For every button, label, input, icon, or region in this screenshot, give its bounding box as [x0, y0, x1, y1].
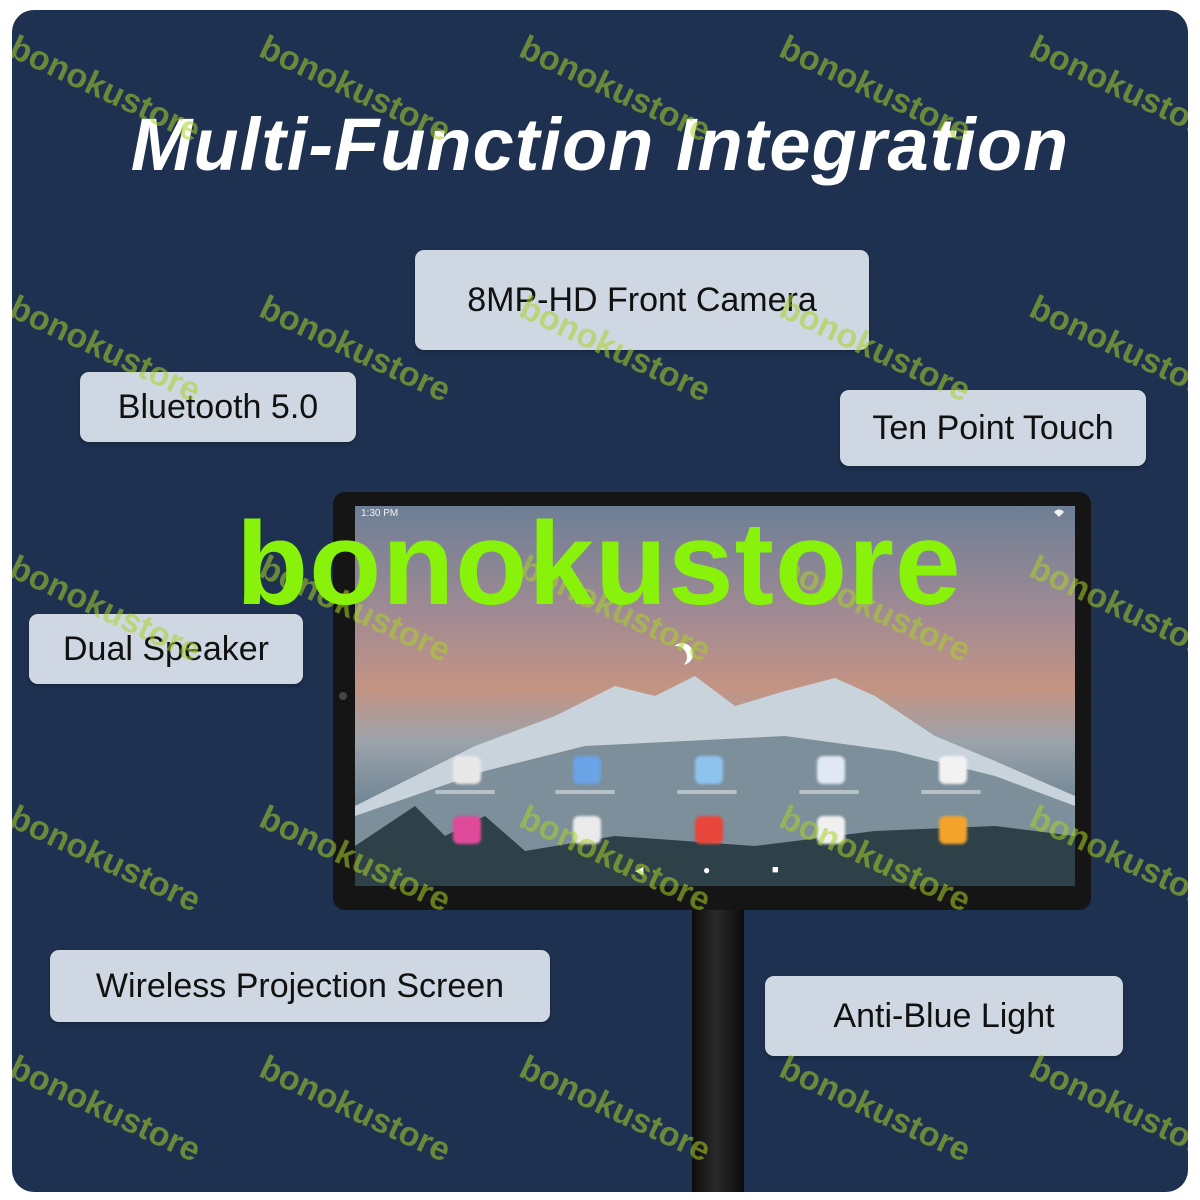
status-time: 1:30 PM	[361, 508, 399, 519]
watermark-main: bonokustore	[236, 498, 962, 630]
nav-back-button[interactable]: ◀	[635, 865, 644, 877]
watermark-tile: bonokustore	[12, 798, 207, 920]
stand-pole	[692, 910, 744, 1192]
feature-camera: 8MP-HD Front Camera	[415, 250, 869, 350]
nav-recents-button[interactable]: ■	[772, 864, 779, 876]
app-icon[interactable]	[453, 816, 481, 844]
app-icon[interactable]	[939, 816, 967, 844]
app-icon[interactable]	[453, 756, 481, 784]
app-label	[435, 790, 495, 794]
app-label	[921, 790, 981, 794]
app-label	[799, 790, 859, 794]
feature-projection: Wireless Projection Screen	[50, 950, 550, 1022]
app-label	[555, 790, 615, 794]
feature-bluetooth: Bluetooth 5.0	[80, 372, 356, 442]
app-icon[interactable]	[573, 816, 601, 844]
watermark-tile: bonokustore	[1023, 1048, 1188, 1170]
page-title: Multi-Function Integration	[130, 103, 1070, 186]
app-icon[interactable]	[939, 756, 967, 784]
watermark-tile: bonokustore	[513, 1048, 717, 1170]
feature-speaker: Dual Speaker	[29, 614, 303, 684]
wifi-icon	[1053, 508, 1065, 521]
app-icon[interactable]	[817, 816, 845, 844]
app-label	[677, 790, 737, 794]
feature-anti-blue: Anti-Blue Light	[765, 976, 1123, 1056]
app-icon[interactable]	[695, 816, 723, 844]
touch-monitor: 1:30 PM ◀ ● ■	[333, 492, 1091, 910]
app-icon[interactable]	[817, 756, 845, 784]
feature-panel: Multi-Function Integration 8MP-HD Front …	[12, 10, 1188, 1192]
feature-touch: Ten Point Touch	[840, 390, 1146, 466]
watermark-tile: bonokustore	[773, 1048, 977, 1170]
app-icon[interactable]	[573, 756, 601, 784]
watermark-tile: bonokustore	[253, 1048, 457, 1170]
app-icon[interactable]	[695, 756, 723, 784]
monitor-screen: 1:30 PM ◀ ● ■	[355, 506, 1075, 886]
nav-home-button[interactable]: ●	[703, 863, 711, 877]
side-button	[339, 692, 347, 700]
watermark-tile: bonokustore	[12, 1048, 207, 1170]
